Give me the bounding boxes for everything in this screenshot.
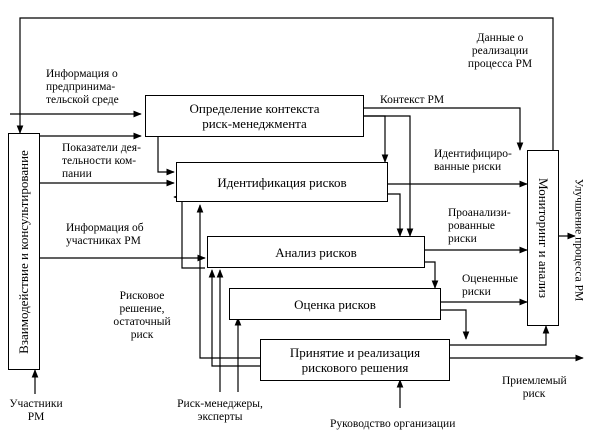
evaluation-box-label: Оценка рисков: [294, 296, 376, 312]
evaluated-risks-label: Оцененные риски: [462, 273, 518, 298]
feedback-loop-line: [16, 17, 554, 150]
analysis-to-evaluation: [425, 261, 439, 289]
managers-label: Риск-менеджеры, эксперты: [177, 398, 263, 423]
feedback-to-analysis: [208, 269, 260, 367]
bus-to-identification: [157, 136, 175, 176]
identification-box: Идентификация рисков: [176, 162, 388, 202]
participants-label: Участники РМ: [9, 398, 63, 423]
identification-box-label: Идентификация рисков: [217, 174, 347, 190]
context-to-decision: [364, 107, 524, 151]
decision-box-label: Принятие и реализация рискового решения: [289, 345, 421, 375]
evaluation-to-decision: [441, 309, 470, 340]
decision-box: Принятие и реализация рискового решения: [260, 339, 450, 381]
monitoring-box-label: Мониторинг и анализ: [536, 177, 551, 299]
interaction-box: Взаимодействие и консультирование: [8, 133, 40, 370]
leadership-label: Руководство организации: [330, 418, 456, 430]
implementation-data-label: Данные о реализации процесса РМ: [467, 32, 533, 70]
context-to-analysis: [364, 115, 414, 237]
interaction-box-label: Взаимодействие и консультирование: [16, 149, 31, 354]
identified-risks-label: Идентифициро- ванные риски: [434, 148, 512, 173]
decision-to-monitoring: [450, 325, 550, 346]
env-info-label: Информация о предпринима- тельской среде: [46, 68, 119, 106]
improvement-label: Улучшение процесса РМ: [572, 178, 585, 302]
rm-context-label: Контекст РМ: [380, 94, 445, 106]
risk-decision-feedback: [196, 204, 260, 359]
analyzed-risks-label: Проанализи- рованные риски: [448, 207, 511, 245]
evaluation-box: Оценка рисков: [229, 288, 441, 320]
monitoring-box: Мониторинг и анализ: [527, 150, 559, 326]
context-to-identification: [364, 115, 389, 163]
risk-decision-label: Рисковое решение, остаточный риск: [113, 290, 171, 341]
analysis-box-label: Анализ рисков: [275, 244, 357, 260]
acceptable-risk-label: Приемлемый риск: [502, 375, 567, 400]
context-box: Определение контекста риск-менеджмента: [145, 95, 364, 137]
context-box-label: Определение контекста риск-менеджмента: [189, 101, 320, 131]
participants-info-label: Информация об участниках РМ: [66, 222, 144, 247]
analysis-box: Анализ рисков: [207, 236, 425, 268]
identification-to-analysis: [388, 193, 404, 237]
performance-label: Показатели дея- тельности ком- пании: [62, 142, 141, 180]
